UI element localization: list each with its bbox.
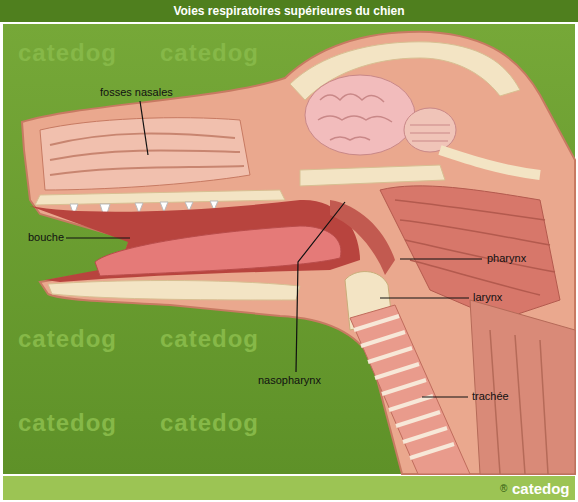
part-label: trachée <box>472 390 509 403</box>
watermark: catedog <box>160 40 259 66</box>
part-label: larynx <box>473 291 502 304</box>
brand-logo: catedog <box>512 480 570 498</box>
part-label: pharynx <box>487 252 526 265</box>
watermark: catedog <box>160 410 259 436</box>
part-label: bouche <box>28 231 64 244</box>
registered-mark: ® <box>500 483 507 495</box>
watermark: catedog <box>18 326 117 352</box>
part-label: nasopharynx <box>258 374 321 387</box>
watermark: catedog <box>160 326 259 352</box>
watermark: catedog <box>18 40 117 66</box>
part-label: fosses nasales <box>100 86 173 99</box>
diagram-title: Voies respiratoires supérieures du chien <box>0 2 578 20</box>
watermark: catedog <box>18 410 117 436</box>
